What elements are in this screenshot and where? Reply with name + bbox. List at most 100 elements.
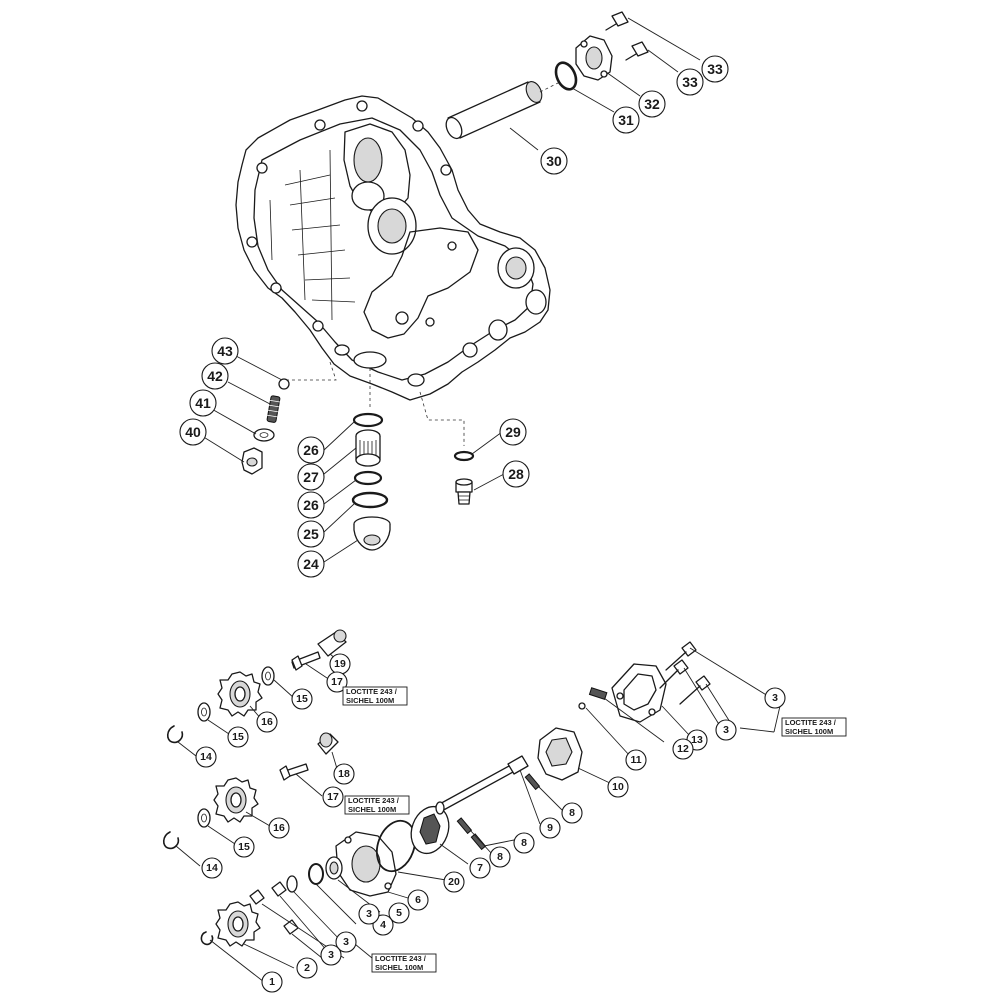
callout-number: 6 (415, 894, 421, 906)
note-loctite-2-line1: LOCTITE 243 / (348, 796, 400, 805)
top-callout-32: 32 (638, 90, 666, 118)
bottom-callout-3: 3 (764, 687, 786, 709)
callout-circle (201, 857, 223, 879)
bolt-part-3b (659, 659, 689, 689)
top-callout-33: 33 (676, 68, 704, 96)
callout-number: 30 (546, 153, 562, 169)
callout-number: 12 (677, 743, 689, 755)
bottom-callout-17: 17 (326, 671, 348, 693)
callout-circle (333, 763, 355, 785)
drain-cover-part-24 (353, 516, 391, 551)
callout-number: 3 (366, 908, 372, 920)
callout-circle (256, 711, 278, 733)
callout-circle (388, 902, 410, 924)
bottom-callout-12: 12 (672, 738, 694, 760)
bottom-callout-15: 15 (291, 688, 313, 710)
callout-circle (638, 90, 666, 118)
callout-number: 33 (707, 61, 723, 77)
callout-number: 17 (331, 676, 343, 688)
gear-part-16b (213, 777, 259, 823)
callout-number: 9 (547, 822, 553, 834)
bolt-part-3c (679, 675, 711, 705)
bottom-callout-4: 4 (372, 914, 394, 936)
spring-part-42 (265, 395, 281, 423)
o-ring-part-31 (554, 61, 578, 91)
top-callout-33: 33 (701, 55, 729, 83)
callout-circle (489, 846, 511, 868)
bottom-callout-17: 17 (322, 786, 344, 808)
callout-number: 2 (304, 962, 310, 974)
callout-circle (676, 68, 704, 96)
sleeve-part-19 (317, 629, 347, 657)
callout-circle (499, 418, 527, 446)
callout-circle (561, 802, 583, 824)
assembly-axis (282, 361, 337, 381)
callout-circle (513, 832, 535, 854)
circlip-part-14a (166, 725, 184, 744)
washer-part-41 (253, 428, 275, 442)
note-loctite-1-line2: SICHEL 100M (346, 696, 394, 705)
bottom-callout-8: 8 (513, 832, 535, 854)
callout-circle (297, 550, 325, 578)
assembly-axis (419, 391, 465, 446)
top-callout-40: 40 (179, 418, 207, 446)
callout-circle (320, 944, 342, 966)
pump-cover-part-6 (335, 831, 397, 897)
callout-circle (612, 106, 640, 134)
bottom-callout-16: 16 (268, 817, 290, 839)
bottom-callout-6: 6 (407, 889, 429, 911)
bottom-callout-18: 18 (333, 763, 355, 785)
top-callout-30: 30 (540, 147, 568, 175)
spring-part-12 (588, 687, 608, 700)
callout-number: 32 (644, 96, 660, 112)
callout-circle (297, 520, 325, 548)
bottom-callout-7: 7 (469, 857, 491, 879)
callout-circle (326, 671, 348, 693)
washer-part-4 (286, 875, 298, 893)
seal-part-5a (308, 863, 324, 885)
bottom-callout-9: 9 (539, 817, 561, 839)
note-loctite-4-line2: SICHEL 100M (375, 963, 423, 972)
callout-number: 31 (618, 112, 634, 128)
gear-part-16a (217, 671, 263, 717)
bolt-part-33a (605, 11, 629, 31)
note-loctite-1: LOCTITE 243 / SICHEL 100M (342, 686, 408, 706)
bushing-part-18 (317, 732, 339, 755)
callout-number: 42 (207, 368, 223, 384)
o-ring-part-29 (453, 450, 475, 462)
callout-number: 14 (206, 862, 218, 874)
bolt-part-3a (665, 641, 697, 671)
bottom-callout-3: 3 (715, 719, 737, 741)
callout-number: 27 (303, 469, 319, 485)
note-loctite-3-line2: SICHEL 100M (785, 727, 833, 736)
callout-number: 1 (269, 976, 275, 988)
callout-number: 3 (343, 936, 349, 948)
bottom-callout-16: 16 (256, 711, 278, 733)
callout-number: 15 (232, 731, 244, 743)
callout-circle (179, 418, 207, 446)
bolt-part-17b (279, 763, 309, 781)
callout-number: 40 (185, 424, 201, 440)
note-loctite-1-line1: LOCTITE 243 / (346, 687, 398, 696)
top-callout-42: 42 (201, 362, 229, 390)
rotor-part-7 (410, 805, 450, 855)
callout-circle (715, 719, 737, 741)
callout-circle (443, 871, 465, 893)
callout-number: 14 (200, 751, 212, 763)
top-callout-24: 24 (297, 550, 325, 578)
bottom-callout-3: 3 (320, 944, 342, 966)
top-callout-25: 25 (297, 520, 325, 548)
callout-number: 8 (521, 837, 527, 849)
bottom-callout-14: 14 (201, 857, 223, 879)
plug-part-40 (241, 447, 263, 475)
note-loctite-2-line2: SICHEL 100M (348, 805, 396, 814)
callout-circle (268, 817, 290, 839)
callout-number: 33 (682, 74, 698, 90)
bottom-callout-5: 5 (388, 902, 410, 924)
callout-number: 26 (303, 497, 319, 513)
bottom-callout-1: 1 (261, 971, 283, 993)
callout-circle (227, 726, 249, 748)
shaft-part-30 (445, 81, 543, 140)
washer-part-15c (197, 808, 211, 828)
